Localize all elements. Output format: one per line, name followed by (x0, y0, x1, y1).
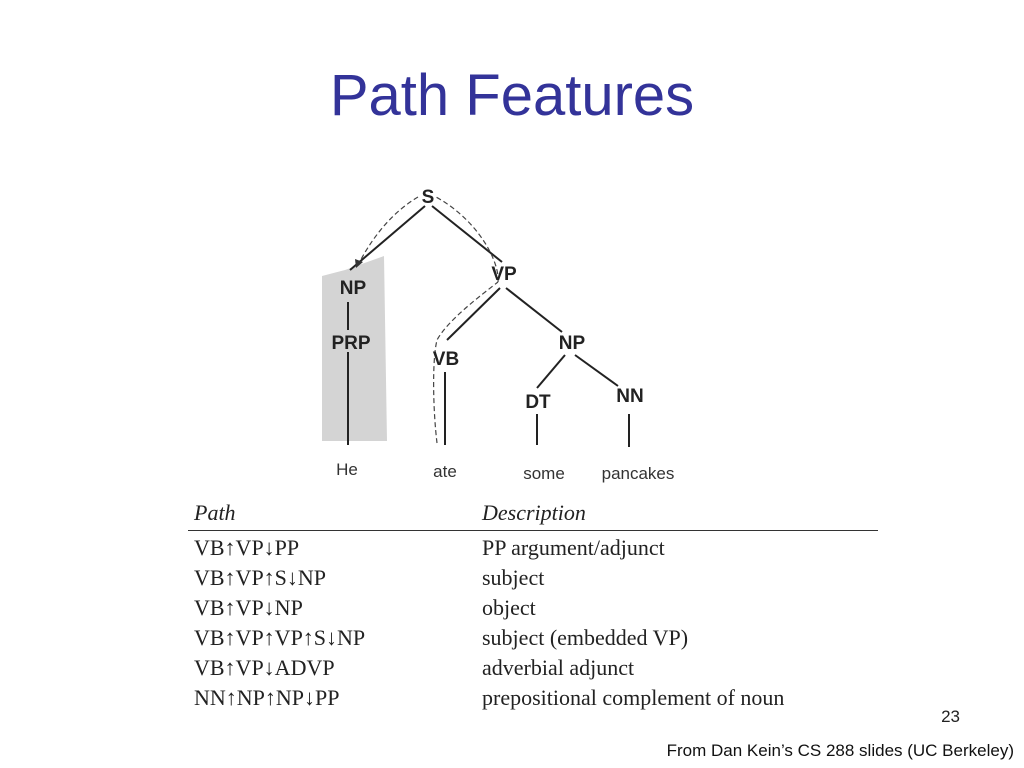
description-cell: subject (embedded VP) (482, 625, 689, 650)
description-cell: adverbial adjunct (482, 655, 635, 680)
path-cell: NN↑NP↑NP↓PP (194, 685, 340, 710)
node-np-object: NP (559, 333, 586, 354)
edge-vp-vb (446, 287, 501, 341)
edge-np-dt (536, 354, 566, 389)
table-row: VB↑VP↓ADVP adverbial adjunct (188, 653, 878, 683)
path-cell: VB↑VP↑VP↑S↓NP (194, 625, 366, 650)
node-np-subject: NP (340, 278, 367, 299)
path-cell: VB↑VP↑S↓NP (194, 565, 327, 590)
path-cell: VB↑VP↓PP (194, 535, 300, 560)
word-he: He (336, 460, 358, 479)
slide-title: Path Features (329, 63, 695, 128)
table-row: VB↑VP↓NP object (188, 593, 878, 623)
word-pancakes: pancakes (602, 464, 675, 483)
path-cell: VB↑VP↓ADVP (194, 655, 335, 680)
node-dt: DT (525, 392, 551, 413)
node-s: S (422, 187, 435, 208)
header-description: Description (482, 500, 586, 525)
description-cell: object (482, 595, 536, 620)
table-row: NN↑NP↑NP↓PP prepositional complement of … (188, 683, 878, 713)
description-cell: prepositional complement of noun (482, 685, 785, 710)
source-credit: From Dan Kein’s CS 288 slides (UC Berkel… (666, 741, 1014, 760)
dashed-path (357, 196, 499, 444)
node-vb: VB (433, 349, 459, 370)
description-cell: PP argument/adjunct (482, 535, 665, 560)
description-cell: subject (482, 565, 545, 590)
table-header: Path Description (188, 500, 878, 531)
edge-vp-np (505, 287, 563, 333)
node-prp: PRP (331, 333, 370, 354)
node-vp: VP (491, 264, 517, 285)
tree-edges (347, 205, 630, 447)
path-cell: VB↑VP↓NP (194, 595, 303, 620)
word-some: some (523, 464, 565, 483)
edge-s-vp (431, 205, 503, 263)
arrowhead (355, 259, 363, 268)
table-row: VB↑VP↑S↓NP subject (188, 563, 878, 593)
word-ate: ate (433, 462, 457, 481)
table-body: VB↑VP↓PP PP argument/adjunct VB↑VP↑S↓NP … (188, 531, 878, 713)
page-number: 23 (941, 707, 960, 726)
table-row: VB↑VP↑VP↑S↓NP subject (embedded VP) (188, 623, 878, 653)
highlight-region (322, 256, 387, 441)
header-path: Path (194, 500, 236, 525)
edge-np-nn (574, 354, 619, 387)
table-row: VB↑VP↓PP PP argument/adjunct (188, 533, 878, 563)
node-nn: NN (616, 386, 643, 407)
edge-s-np (349, 205, 426, 271)
path-features-table: Path Description VB↑VP↓PP PP argument/ad… (188, 500, 878, 713)
